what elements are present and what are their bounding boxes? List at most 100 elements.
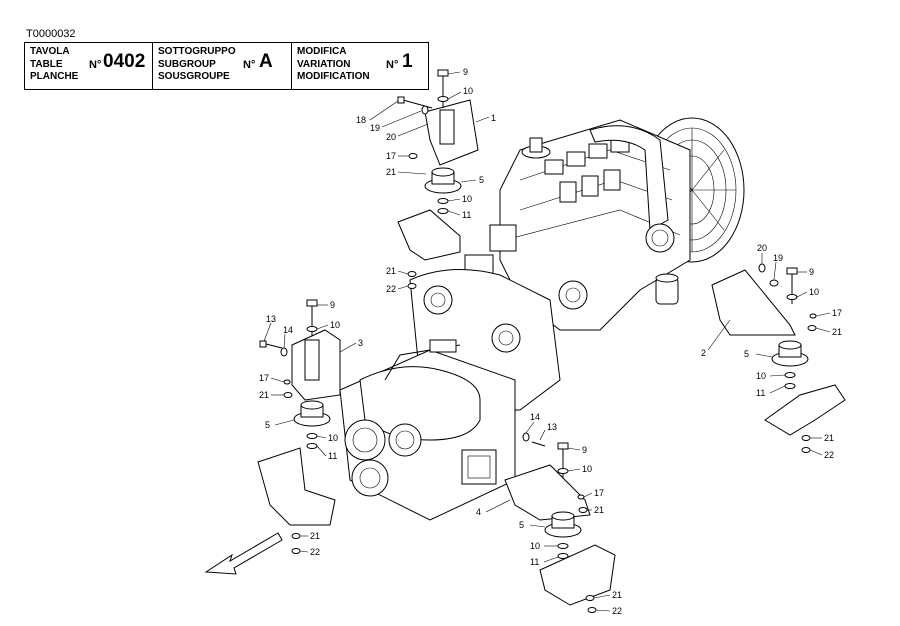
callout-text: 5: [744, 349, 749, 359]
callout-text: 22: [386, 284, 396, 294]
callout-label: 10: [316, 433, 338, 443]
callout-text: 9: [463, 67, 468, 77]
callout-text: 10: [330, 320, 340, 330]
engine-assembly: [464, 117, 745, 331]
callout-text: 2: [701, 348, 706, 358]
callout-label: 10: [796, 287, 819, 298]
callout-text: 3: [358, 338, 363, 348]
table-label-en: TABLE: [30, 58, 63, 70]
callout-text: 10: [756, 371, 766, 381]
callout-label: 5: [519, 520, 546, 530]
callout-label: 11: [316, 445, 337, 461]
variation-label-en: VARIATION: [297, 58, 351, 70]
callout-label: 11: [447, 210, 471, 220]
callout-label: 22: [809, 449, 834, 460]
callout-label: 17: [386, 151, 409, 161]
table-cell: TAVOLA TABLE PLANCHE N° 0402: [25, 43, 152, 89]
callout-label: 10: [447, 194, 472, 204]
callout-text: 10: [582, 464, 592, 474]
callout-label: 13: [263, 314, 276, 342]
callout-text: 20: [757, 243, 767, 253]
variation-labels: MODIFICA VARIATION MODIFICATION: [297, 46, 370, 84]
callout-label: 21: [810, 433, 834, 443]
frame-bracket-1: [397, 209, 461, 261]
callout-label: 5: [265, 419, 295, 430]
table-no-label: N°: [89, 59, 102, 71]
callout-text: 14: [530, 412, 540, 422]
callout-label: 21: [259, 390, 284, 400]
callout-text: 17: [259, 373, 269, 383]
mount-group-3: [257, 299, 341, 554]
callout-label: 22: [386, 284, 409, 294]
frame-bracket-3: [257, 447, 336, 526]
callout-text: 21: [824, 433, 834, 443]
callout-text: 20: [386, 132, 396, 142]
subgroup-label-en: SUBGROUP: [158, 58, 216, 70]
callout-label: 11: [756, 385, 786, 398]
callout-label: 19: [370, 110, 422, 133]
callout-text: 10: [462, 194, 472, 204]
callout-text: 9: [582, 445, 587, 455]
subgroup-label-fr: SOUSGROUPE: [158, 71, 230, 82]
subgroup-no-label: N°: [243, 59, 256, 71]
callout-label: 18: [356, 100, 399, 125]
callout-text: 22: [824, 450, 834, 460]
frame-bracket-2: [764, 384, 846, 436]
callout-text: 18: [356, 115, 366, 125]
callout-label: 21: [300, 531, 320, 541]
callout-labels: 9 10 18 19 20 1 17 21 5 10 11 21 22 20 1…: [259, 67, 842, 616]
callout-text: 5: [265, 420, 270, 430]
hose-fitting: [429, 339, 457, 353]
callout-text: 17: [594, 488, 604, 498]
callout-text: 13: [266, 314, 276, 324]
callout-text: 21: [832, 327, 842, 337]
variation-number: 1: [402, 51, 413, 72]
variation-cell: MODIFICA VARIATION MODIFICATION N° 1: [291, 43, 428, 89]
callout-label: 19: [773, 253, 783, 280]
callout-label: 17: [583, 488, 604, 498]
callout-text: 21: [594, 505, 604, 515]
table-label-it: TAVOLA: [30, 46, 70, 57]
callout-label: 4: [476, 499, 511, 517]
callout-text: 17: [832, 308, 842, 318]
callout-label: 21: [386, 266, 409, 276]
callout-text: 1: [491, 113, 496, 123]
variation-label-it: MODIFICA: [297, 46, 347, 57]
callout-text: 9: [809, 267, 814, 277]
table-number: 0402: [103, 51, 146, 72]
variation-no-label: N°: [386, 59, 399, 71]
callout-label: 9: [797, 267, 814, 277]
callout-text: 11: [462, 210, 471, 220]
callout-text: 19: [370, 123, 380, 133]
front-direction-arrow-icon: [204, 532, 283, 575]
frame-bracket-4: [539, 544, 616, 606]
mount-group-4: [504, 432, 616, 613]
document-code: T0000032: [26, 28, 76, 40]
mount-group-2: [711, 263, 846, 453]
callout-label: 17: [259, 373, 285, 383]
inspection-cover: [461, 449, 497, 485]
callout-label: 10: [316, 320, 340, 330]
callout-text: 21: [386, 167, 396, 177]
callout-label: 5: [744, 349, 773, 359]
table-label-fr: PLANCHE: [30, 71, 79, 82]
callout-text: 5: [519, 520, 524, 530]
callout-label: 10: [530, 541, 558, 551]
callout-label: 2: [701, 319, 731, 358]
callout-label: 20: [386, 123, 429, 142]
engine-bracket-2: [711, 269, 796, 336]
callout-label: 9: [317, 300, 335, 310]
callout-label: 20: [757, 243, 767, 264]
callout-text: 22: [310, 547, 320, 557]
callout-label: 11: [530, 556, 559, 567]
table-labels: TAVOLA TABLE PLANCHE: [30, 46, 78, 84]
subgroup-cell: SOTTOGRUPPO SUBGROUP SOUSGROUPE N° A: [152, 43, 291, 89]
callout-label: 22: [299, 547, 320, 557]
callout-label: 17: [815, 308, 842, 318]
callout-label: 1: [475, 113, 496, 123]
callout-text: 21: [386, 266, 396, 276]
callout-label: 9: [567, 445, 587, 455]
callout-text: 13: [547, 422, 557, 432]
callout-label: 9: [447, 67, 468, 77]
